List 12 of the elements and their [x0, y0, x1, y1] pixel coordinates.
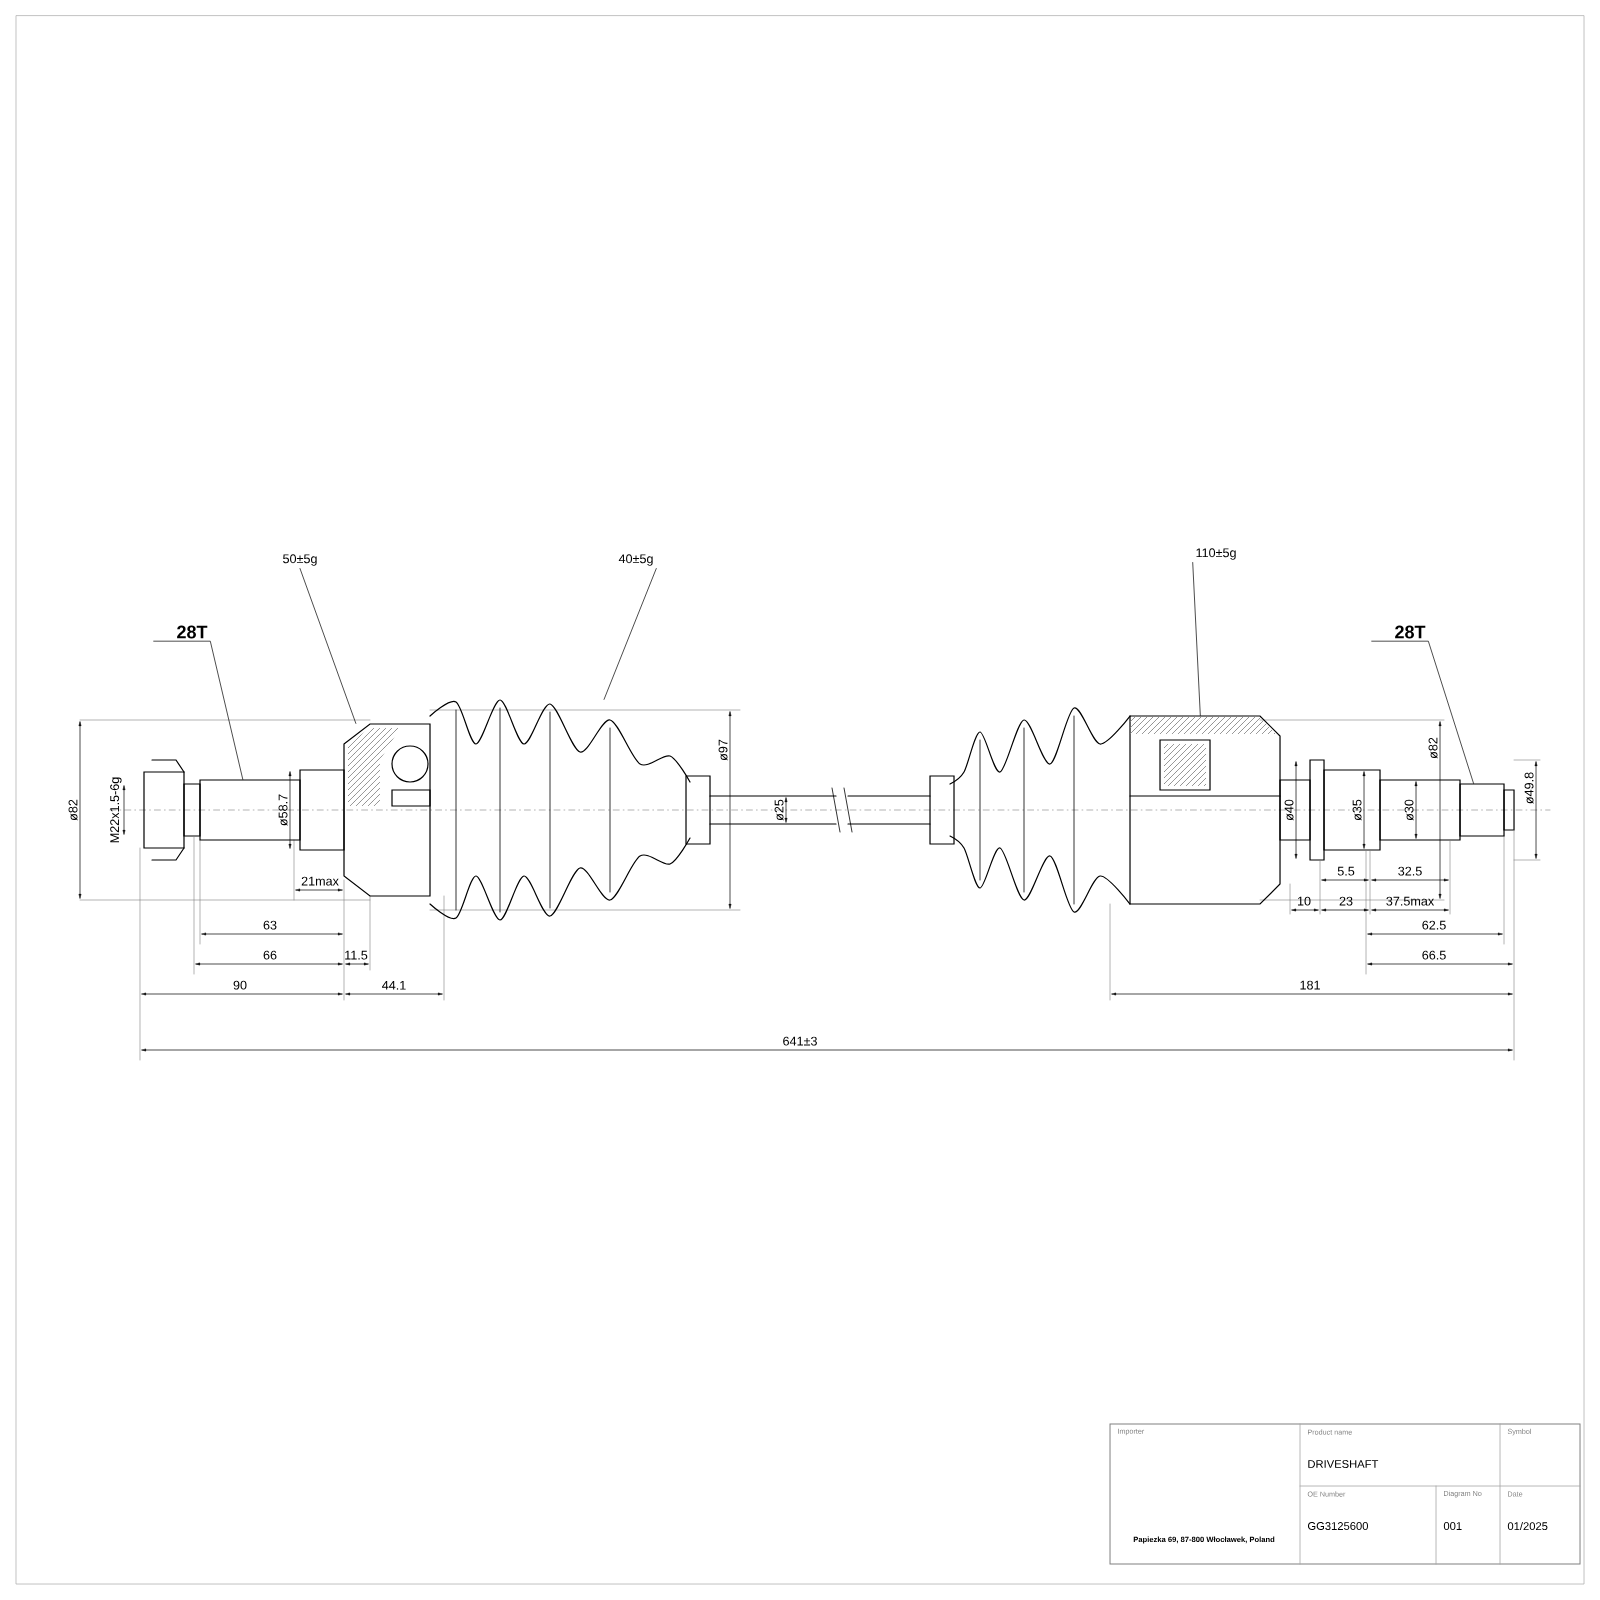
- leader-line: [603, 568, 657, 700]
- spline-shaft: [1459, 783, 1505, 837]
- boot: [429, 699, 691, 921]
- leader-line: [153, 640, 244, 780]
- leader-line: [1192, 562, 1201, 716]
- joint-housing: [1129, 715, 1281, 905]
- spline-shaft: [199, 779, 301, 841]
- leader-text: 28T: [177, 625, 208, 639]
- leader-text: 28T: [1395, 625, 1426, 639]
- joint-housing: [343, 723, 431, 897]
- leader-line: [299, 568, 357, 724]
- leader-line: [1371, 640, 1474, 784]
